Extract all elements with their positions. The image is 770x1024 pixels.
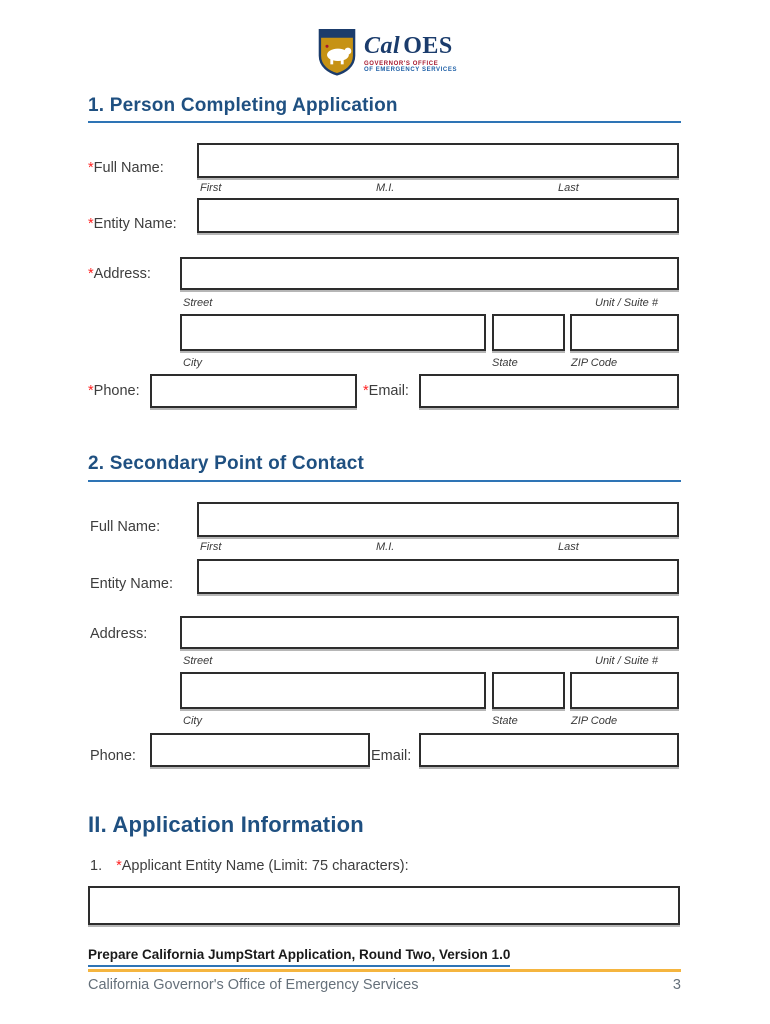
required-asterisk: * (88, 266, 94, 282)
required-asterisk: * (88, 160, 94, 176)
s1-unit-hint: Unit / Suite # (595, 297, 658, 309)
logo-tagline-2: OF EMERGENCY SERVICES (364, 67, 458, 73)
footer-title: Prepare California JumpStart Application… (88, 947, 511, 967)
s2-city-hint: City (183, 715, 202, 727)
s2-full-name-input[interactable] (197, 502, 679, 537)
s1-phone-input[interactable] (150, 374, 357, 408)
section-2-rule (88, 480, 681, 482)
s1-full-name-input[interactable] (197, 143, 679, 178)
logo-tagline-1: GOVERNOR'S OFFICE (364, 61, 439, 67)
s1-first-hint: First (200, 182, 222, 194)
required-asterisk: * (363, 383, 369, 399)
s2-email-input[interactable] (419, 733, 679, 767)
section-1-rule (88, 121, 681, 123)
s2-zip-input[interactable] (570, 672, 679, 709)
footer-rule-gold (88, 969, 681, 972)
required-asterisk: * (88, 383, 94, 399)
s2-address-label: Address: (90, 626, 148, 642)
s1-last-hint: Last (558, 182, 579, 194)
s1-zip-hint: ZIP Code (571, 357, 618, 369)
required-asterisk: * (88, 216, 94, 232)
s1-address-label: *Address: (88, 266, 151, 282)
s2-street-hint: Street (183, 655, 213, 667)
s1-city-hint: City (183, 357, 202, 369)
s2-phone-input[interactable] (150, 733, 370, 767)
footer-org-row: California Governor's Office of Emergenc… (88, 977, 681, 993)
section-2-heading: 2. Secondary Point of Contact (88, 453, 365, 474)
footer-org: California Governor's Office of Emergenc… (88, 977, 419, 993)
section-1-heading: 1. Person Completing Application (88, 95, 398, 116)
logo-oes-text: OES (403, 33, 453, 59)
s1-state-hint: State (492, 357, 518, 369)
s1-zip-input[interactable] (570, 314, 679, 351)
s2-email-label: Email: (371, 748, 412, 764)
s1-street-hint: Street (183, 297, 213, 309)
required-asterisk: * (116, 858, 122, 874)
s1-entity-name-input[interactable] (197, 198, 679, 233)
s2-mi-hint: M.I. (376, 541, 395, 553)
bear-shield-icon (318, 28, 356, 76)
q1-entity-name-input[interactable] (88, 886, 680, 925)
s1-email-label: *Email: (363, 383, 409, 399)
s2-phone-label: Phone: (90, 748, 136, 764)
s2-state-hint: State (492, 715, 518, 727)
s2-full-name-label: Full Name: (90, 519, 161, 535)
s1-city-input[interactable] (180, 314, 486, 351)
s1-full-name-label: *Full Name: (88, 160, 164, 176)
s2-entity-name-input[interactable] (197, 559, 679, 594)
s1-phone-label: *Phone: (88, 383, 140, 399)
s1-email-input[interactable] (419, 374, 679, 408)
s2-first-hint: First (200, 541, 222, 553)
s2-city-input[interactable] (180, 672, 486, 709)
s1-state-input[interactable] (492, 314, 565, 351)
q1-number: 1. (90, 858, 103, 874)
logo-cal-text: Cal (364, 33, 401, 59)
s1-entity-name-label: *Entity Name: (88, 216, 177, 232)
footer-title-wrap: Prepare California JumpStart Application… (88, 946, 511, 967)
section-ii-heading: II. Application Information (88, 812, 364, 837)
s2-last-hint: Last (558, 541, 579, 553)
s1-street-input[interactable] (180, 257, 679, 290)
s2-zip-hint: ZIP Code (571, 715, 618, 727)
q1-label: Applicant Entity Name (Limit: 75 charact… (121, 858, 409, 874)
s2-unit-hint: Unit / Suite # (595, 655, 658, 667)
s2-entity-name-label: Entity Name: (90, 576, 173, 592)
s2-street-input[interactable] (180, 616, 679, 649)
s2-state-input[interactable] (492, 672, 565, 709)
s1-mi-hint: M.I. (376, 182, 395, 194)
footer-page-number: 3 (672, 977, 681, 993)
q1-label-line: 1. *Applicant Entity Name (Limit: 75 char… (90, 858, 409, 874)
